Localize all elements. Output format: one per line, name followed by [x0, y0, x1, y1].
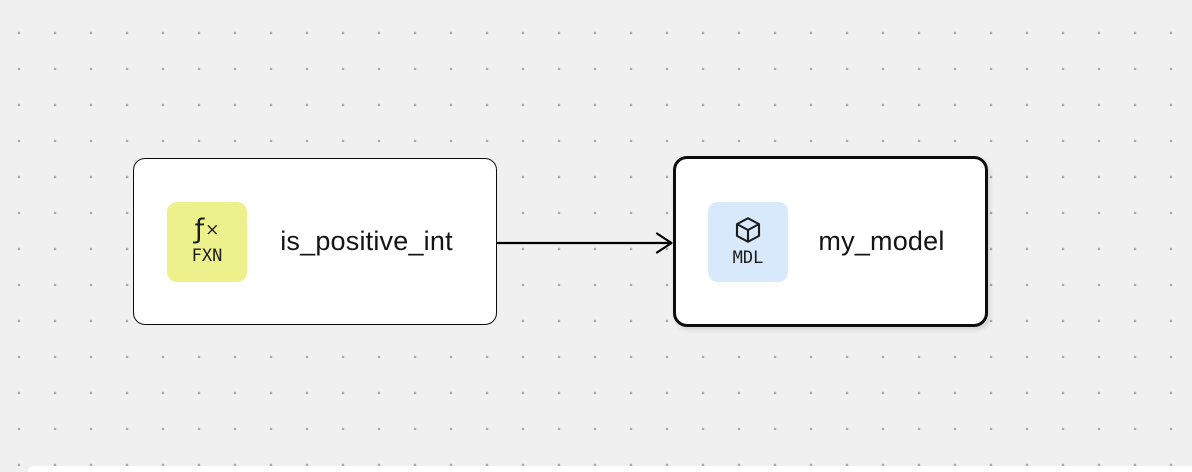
function-badge: ƒ× FXN	[167, 201, 247, 282]
node-model[interactable]: MDL my_model	[673, 156, 988, 327]
node-function-label: is_positive_int	[280, 226, 453, 256]
model-badge: MDL	[708, 201, 788, 282]
node-function[interactable]: ƒ× FXN is_positive_int	[133, 158, 497, 325]
cube-icon	[733, 215, 763, 246]
bottom-panel-edge	[28, 466, 1192, 472]
edge-arrow	[497, 232, 673, 254]
model-badge-tag: MDL	[732, 247, 764, 268]
function-icon: ƒ×	[194, 213, 220, 245]
node-model-label: my_model	[818, 226, 945, 256]
function-badge-tag: FXN	[191, 245, 223, 266]
